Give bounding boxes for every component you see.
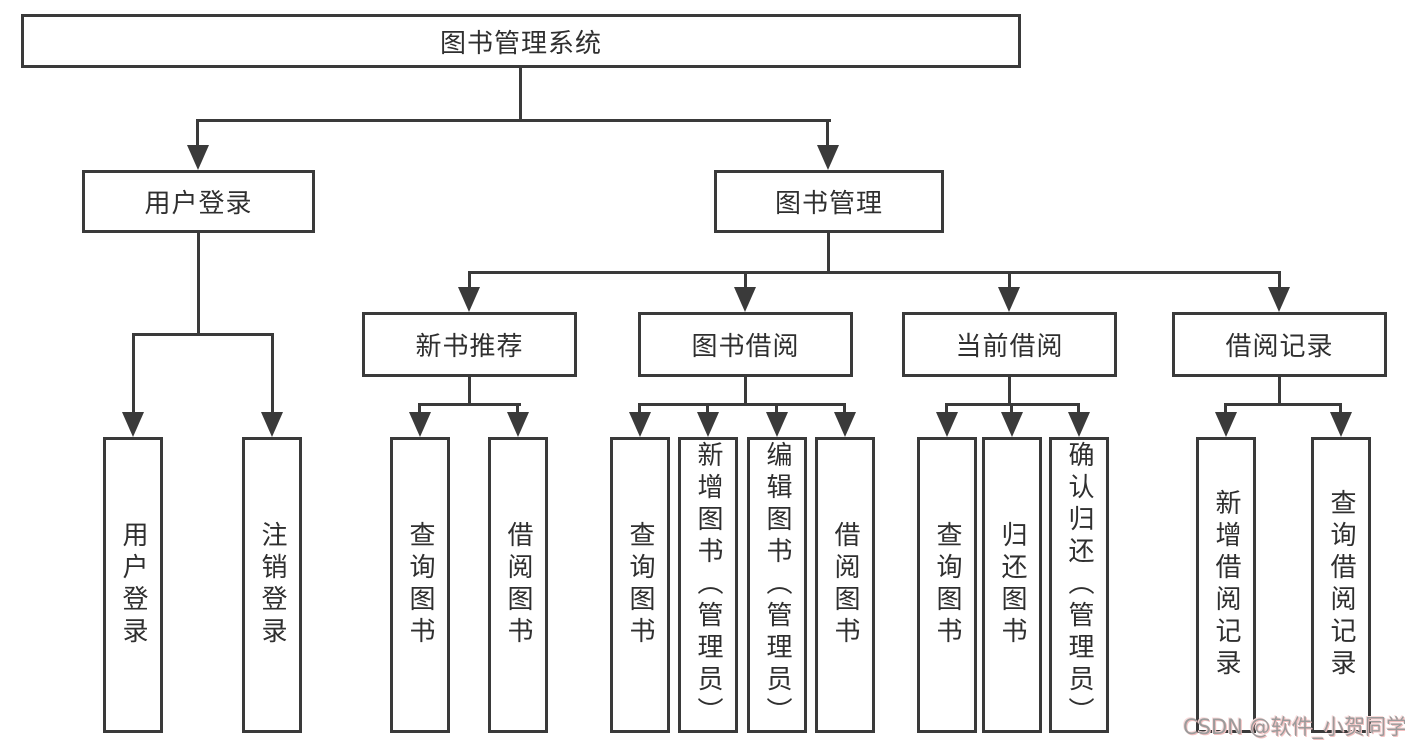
arrow-down-icon	[766, 412, 788, 437]
node-book-management: 图书管理	[714, 170, 944, 233]
arrow-down-icon	[122, 412, 144, 437]
connector-line	[468, 377, 471, 405]
arrow-down-icon	[1268, 287, 1290, 312]
connector-line	[1010, 403, 1013, 414]
node-library-management-system: 图书管理系统	[21, 14, 1021, 68]
connector-line	[744, 271, 747, 289]
leaf-confirm-return-admin: 确认归还（管理员）	[1049, 437, 1109, 733]
connector-line	[843, 403, 846, 414]
arrow-down-icon	[817, 145, 839, 170]
node-book-borrow: 图书借阅	[638, 312, 853, 377]
connector-line	[519, 68, 522, 120]
arrow-down-icon	[409, 412, 431, 437]
arrow-down-icon	[1068, 412, 1090, 437]
node-user-login: 用户登录	[82, 170, 315, 233]
arrow-down-icon	[1330, 412, 1352, 437]
arrow-down-icon	[1001, 412, 1023, 437]
arrow-down-icon	[507, 412, 529, 437]
arrow-down-icon	[458, 287, 480, 312]
connector-line	[706, 403, 709, 414]
connector-line	[1224, 403, 1227, 414]
connector-line	[1278, 377, 1281, 405]
connector-line	[775, 403, 778, 414]
connector-line	[827, 233, 830, 273]
leaf-logout: 注销登录	[242, 437, 302, 733]
arrow-down-icon	[1215, 412, 1237, 437]
leaf-edit-book-admin: 编辑图书（管理员）	[747, 437, 807, 733]
connector-line	[196, 119, 199, 147]
connector-line	[638, 403, 846, 406]
connector-line	[945, 403, 948, 414]
connector-line	[468, 271, 471, 289]
connector-line	[744, 377, 747, 405]
connector-line	[132, 333, 274, 336]
connector-line	[418, 403, 521, 406]
leaf-recommend-query-book: 查询图书	[390, 437, 450, 733]
connector-line	[271, 333, 274, 413]
leaf-borrow-query-book: 查询图书	[610, 437, 670, 733]
connector-line	[638, 403, 641, 414]
leaf-query-borrow-record: 查询借阅记录	[1311, 437, 1371, 733]
node-current-borrow: 当前借阅	[902, 312, 1117, 377]
csdn-watermark: CSDN @软件_小贺同学	[1183, 715, 1405, 739]
leaf-add-book-admin: 新增图书（管理员）	[678, 437, 738, 733]
arrow-down-icon	[697, 412, 719, 437]
node-new-book-recommend: 新书推荐	[362, 312, 577, 377]
leaf-borrow-book: 借阅图书	[815, 437, 875, 733]
arrow-down-icon	[734, 287, 756, 312]
connector-line	[468, 271, 1281, 274]
leaf-return-book: 归还图书	[982, 437, 1042, 733]
connector-line	[946, 403, 1080, 406]
connector-line	[1278, 271, 1281, 289]
arrow-down-icon	[936, 412, 958, 437]
connector-line	[418, 403, 421, 414]
connector-line	[1008, 271, 1011, 289]
leaf-user-login: 用户登录	[103, 437, 163, 733]
connector-line	[197, 233, 200, 335]
connector-line	[516, 403, 519, 414]
connector-line	[826, 119, 829, 147]
arrow-down-icon	[261, 412, 283, 437]
arrow-down-icon	[998, 287, 1020, 312]
connector-line	[1225, 403, 1342, 406]
arrow-down-icon	[187, 145, 209, 170]
connector-line	[1077, 403, 1080, 414]
leaf-recommend-borrow-book: 借阅图书	[488, 437, 548, 733]
node-borrow-records: 借阅记录	[1172, 312, 1387, 377]
arrow-down-icon	[834, 412, 856, 437]
connector-line	[1339, 403, 1342, 414]
connector-line	[196, 119, 831, 122]
connector-line	[1008, 377, 1011, 405]
connector-line	[132, 333, 135, 413]
leaf-add-borrow-record: 新增借阅记录	[1196, 437, 1256, 733]
leaf-current-query-book: 查询图书	[917, 437, 977, 733]
arrow-down-icon	[629, 412, 651, 437]
